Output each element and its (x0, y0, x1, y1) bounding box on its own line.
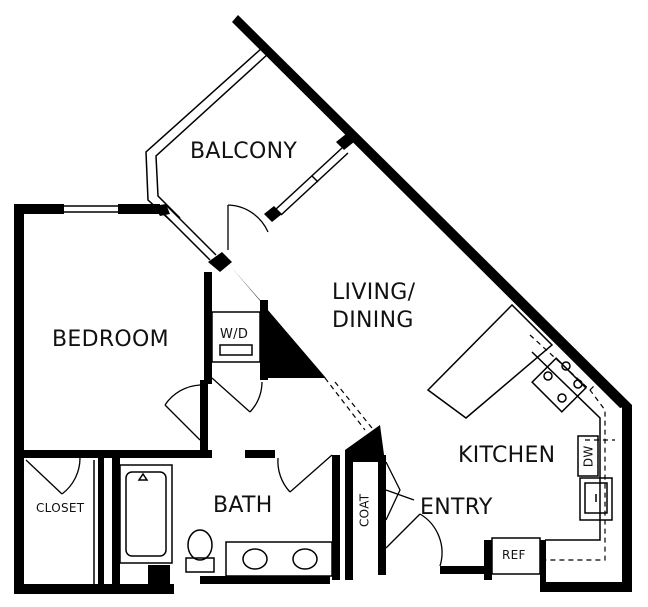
windows (64, 147, 349, 261)
balcony-label: BALCONY (190, 139, 298, 164)
wd-label: W/D (220, 327, 249, 342)
coat-label: COAT (357, 493, 372, 528)
closet-label: CLOSET (36, 501, 85, 515)
entry-label: ENTRY (420, 495, 493, 520)
kitchen-fixtures (426, 303, 613, 575)
dw-label: DW (581, 445, 596, 468)
bedroom-label: BEDROOM (52, 327, 169, 352)
ref-label: REF (502, 548, 526, 562)
interior-walls (24, 252, 546, 585)
bath-label: BATH (213, 493, 273, 518)
kitchen-label: KITCHEN (458, 443, 556, 468)
wall-stubs (154, 134, 354, 222)
balcony-railing (145, 47, 269, 223)
diagonal-exterior-wall (232, 15, 632, 408)
exterior-walls (14, 204, 632, 594)
living-label-line2: DINING (332, 308, 414, 333)
living-label-line1: LIVING/ (332, 280, 416, 305)
bath-fixtures (93, 311, 333, 584)
door-swings (25, 204, 443, 567)
